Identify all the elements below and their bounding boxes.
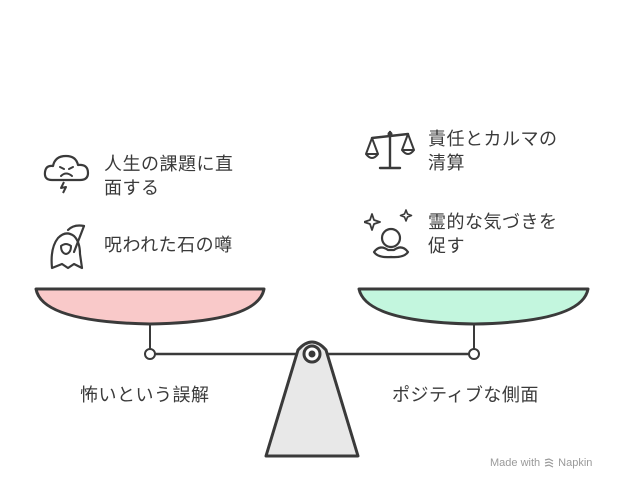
watermark-prefix: Made with xyxy=(490,457,541,469)
right-item-label-2: 霊的な気づきを 促す xyxy=(428,212,558,257)
left-pan xyxy=(34,287,266,326)
meditation-icon xyxy=(364,209,413,259)
left-item-label-1: 人生の課題に直 面する xyxy=(104,154,234,199)
left-item-label-2: 呪われた石の噂 xyxy=(104,235,233,256)
right-pan xyxy=(357,287,590,326)
right-caption: ポジティブな側面 xyxy=(392,385,539,406)
storm-cloud-icon xyxy=(43,154,90,194)
watermark: Made with Napkin xyxy=(490,457,592,469)
napkin-logo-icon xyxy=(544,458,554,468)
grim-reaper-icon xyxy=(50,224,86,270)
balance-scale-icon xyxy=(365,130,415,170)
watermark-brand: Napkin xyxy=(558,457,593,469)
right-item-label-1: 責任とカルマの 清算 xyxy=(428,129,558,174)
left-pivot xyxy=(144,348,156,360)
left-caption: 怖いという誤解 xyxy=(80,385,210,406)
fulcrum xyxy=(264,340,360,458)
right-pivot xyxy=(468,348,480,360)
